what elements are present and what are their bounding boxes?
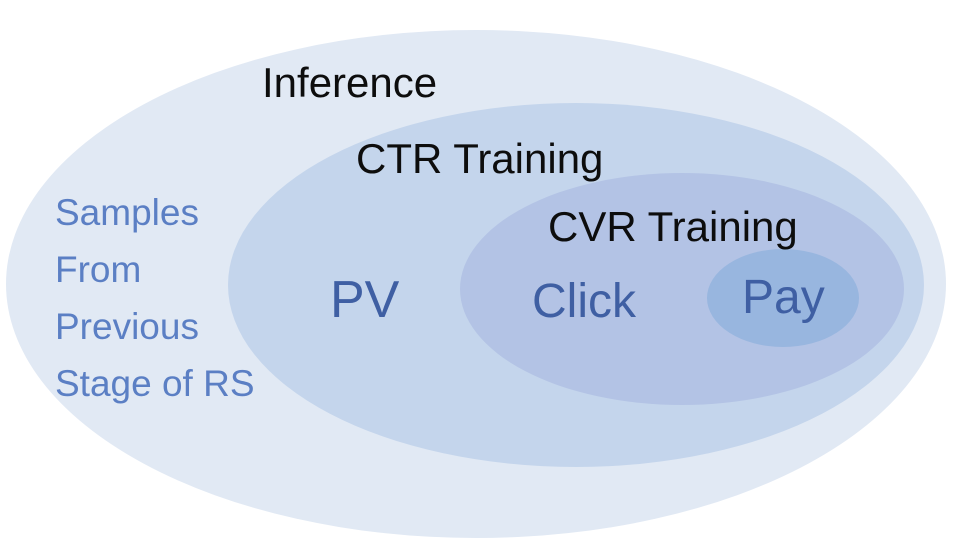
click-label: Click (532, 275, 636, 328)
pv-label: PV (330, 271, 400, 329)
pay-ellipse (707, 249, 859, 347)
cvr-training-label: CVR Training (548, 203, 798, 250)
ctr-training-label: CTR Training (356, 135, 604, 182)
samples-note: Samples From Previous Stage of RS (55, 192, 255, 404)
inference-label: Inference (262, 59, 438, 106)
cvr-training-ellipse (460, 173, 904, 405)
pay-label: Pay (742, 271, 825, 324)
